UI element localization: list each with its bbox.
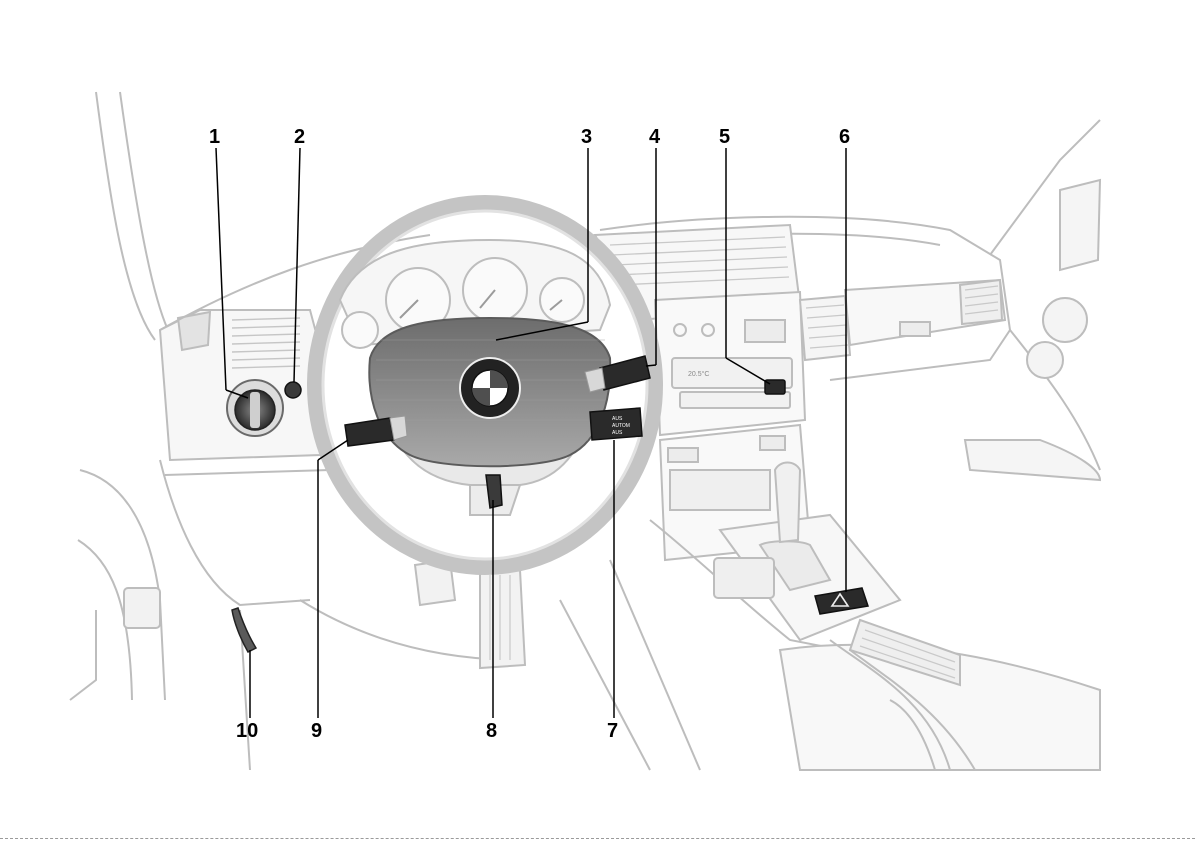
callout-10: 10 bbox=[236, 720, 258, 742]
callout-3: 3 bbox=[581, 126, 592, 148]
callout-2: 2 bbox=[294, 126, 305, 148]
page-bottom-rule bbox=[0, 838, 1195, 839]
fog-light-button bbox=[285, 382, 301, 398]
callout-4: 4 bbox=[649, 126, 661, 148]
leader-4b bbox=[646, 365, 656, 366]
callout-5: 5 bbox=[719, 126, 730, 148]
callout-6: 6 bbox=[839, 126, 850, 148]
bonnet-release-lever bbox=[232, 608, 256, 652]
climate-display-text: 20.5°C bbox=[688, 370, 709, 378]
cruise-label-1: AUS bbox=[612, 416, 623, 422]
cruise-label-3: AUS bbox=[612, 430, 623, 436]
callout-1: 1 bbox=[209, 126, 220, 148]
callout-8: 8 bbox=[486, 720, 497, 742]
cruise-control-stalk: AUS AUTOM AUS bbox=[590, 408, 642, 440]
cruise-label-2: AUTOM bbox=[612, 423, 630, 429]
light-switch-knob bbox=[227, 380, 283, 436]
callout-9: 9 bbox=[311, 720, 322, 742]
bmw-logo bbox=[460, 358, 520, 418]
gauge-temp bbox=[342, 312, 378, 348]
callout-7: 7 bbox=[607, 720, 618, 742]
